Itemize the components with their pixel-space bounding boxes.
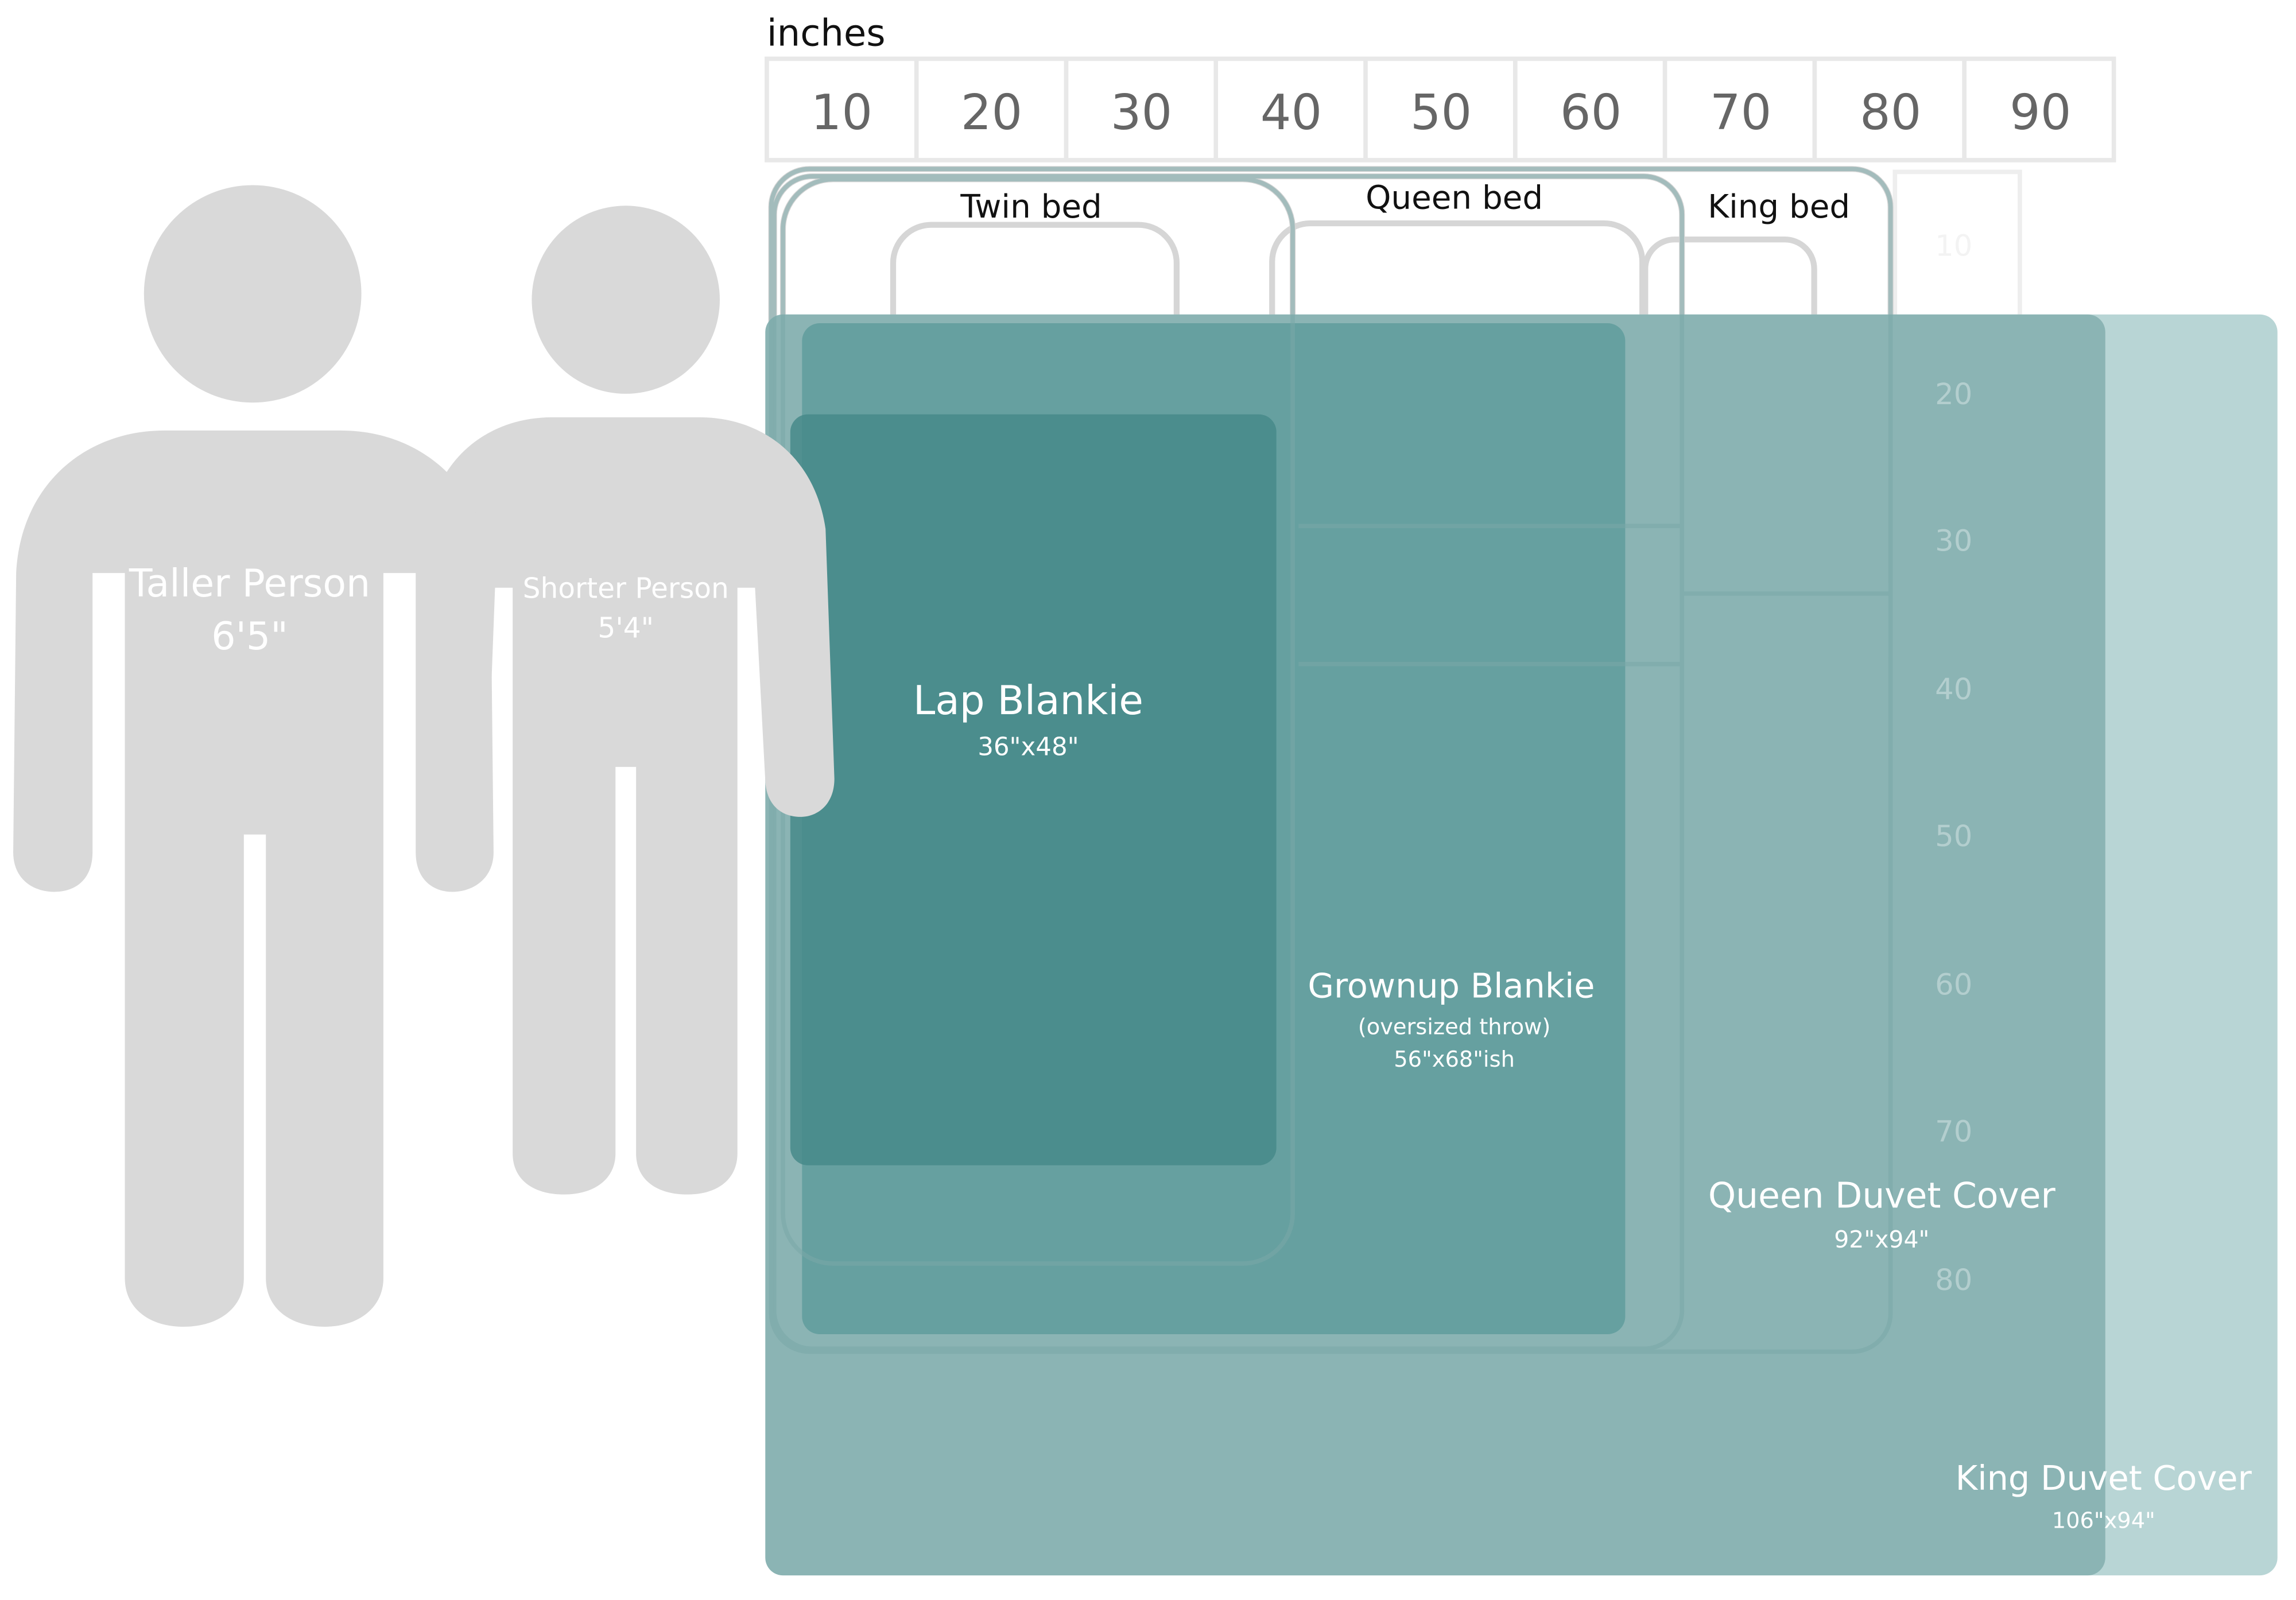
queen-duvet-size: 92"x94" <box>1834 1226 1929 1253</box>
king-duvet-name: King Duvet Cover <box>1956 1458 2252 1498</box>
shorter-person-height: 5'4" <box>598 613 654 645</box>
top-ruler-label: 20 <box>961 84 1022 141</box>
grownup-blankie-name: Grownup Blankie <box>1308 966 1595 1006</box>
top-ruler-label: 90 <box>2010 84 2071 141</box>
top-ruler-label: 80 <box>1860 84 1921 141</box>
side-ruler-label: 50 <box>1935 819 1972 854</box>
shorter-person-figure <box>420 206 835 1195</box>
taller-person-body <box>13 430 494 1327</box>
king-bed-label: King bed <box>1708 188 1850 226</box>
taller-person-head <box>144 185 362 403</box>
lap-blankie-name: Lap Blankie <box>913 678 1143 724</box>
top-ruler-label: 30 <box>1111 84 1172 141</box>
grownup-blankie-size: 56"x68"ish <box>1394 1047 1515 1072</box>
side-ruler-label: 40 <box>1935 672 1972 707</box>
top-ruler-label: 10 <box>811 84 872 141</box>
shorter-person-head <box>532 206 720 394</box>
side-ruler-label: 70 <box>1935 1115 1972 1149</box>
shorter-person-name: Shorter Person <box>523 573 729 605</box>
shorter-person-body <box>420 417 835 1195</box>
top-ruler-dividers <box>914 59 1967 160</box>
grownup-blankie-note: (oversized throw) <box>1358 1014 1551 1040</box>
side-ruler-label: 60 <box>1935 968 1972 1002</box>
top-ruler: 10 20 30 40 50 60 70 80 90 <box>765 56 2116 162</box>
taller-person-height: 6'5" <box>211 614 288 658</box>
top-ruler-frame <box>765 56 2116 162</box>
side-ruler-label: 10 <box>1935 228 1972 263</box>
blankets <box>765 314 2278 1576</box>
lap-blankie-rect <box>790 414 1277 1165</box>
queen-duvet-name: Queen Duvet Cover <box>1708 1176 2056 1217</box>
side-ruler-label: 20 <box>1935 377 1972 412</box>
top-ruler-label: 60 <box>1560 84 1622 141</box>
top-ruler-label: 50 <box>1410 84 1472 141</box>
king-duvet-size: 106"x94" <box>2052 1508 2155 1534</box>
side-ruler-label: 80 <box>1935 1263 1972 1297</box>
taller-person-name: Taller Person <box>129 561 370 606</box>
top-ruler-label: 40 <box>1261 84 1322 141</box>
top-ruler-label: 70 <box>1710 84 1771 141</box>
side-ruler-label: 30 <box>1935 524 1972 559</box>
units-label: inches <box>767 12 886 55</box>
lap-blankie-size: 36"x48" <box>978 733 1079 761</box>
queen-bed-label: Queen bed <box>1366 179 1543 216</box>
twin-bed-label: Twin bed <box>960 188 1102 226</box>
taller-person-figure <box>13 185 494 1327</box>
side-ruler-labels: 10 20 30 40 50 60 70 80 <box>1935 228 1972 1297</box>
